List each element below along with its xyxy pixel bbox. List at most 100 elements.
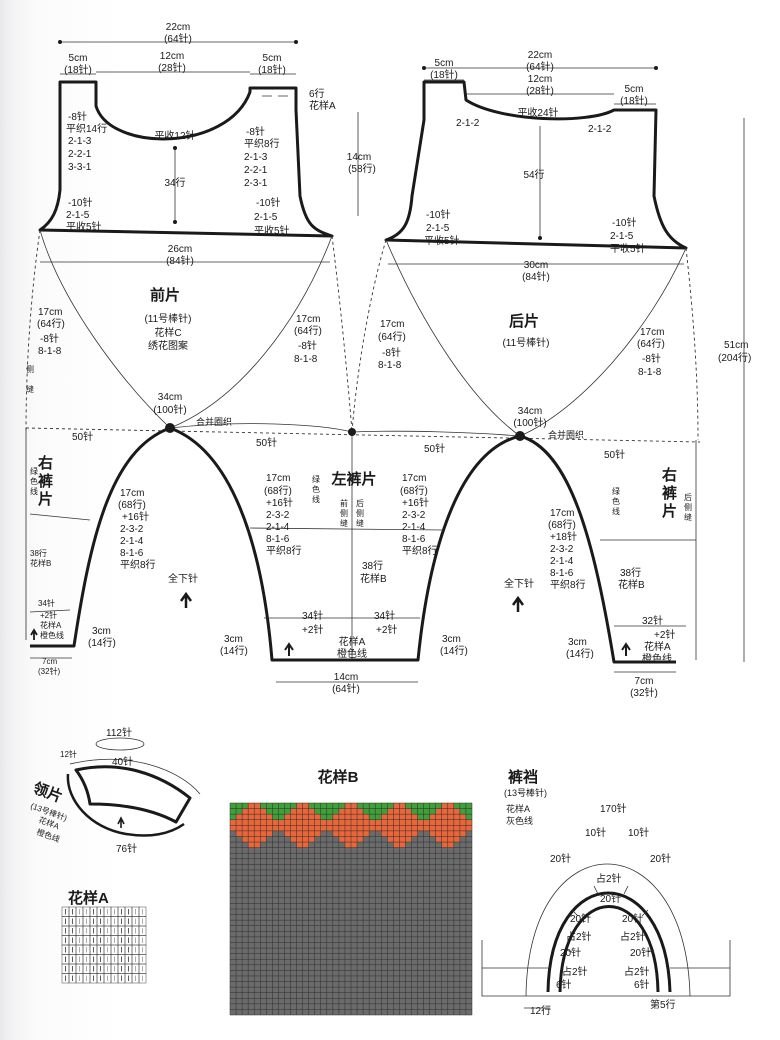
- pattern-b-cell: [393, 842, 400, 848]
- pattern-b-cell: [381, 814, 388, 820]
- pattern-b-cell: [429, 819, 436, 826]
- svg-text:线: 线: [612, 506, 620, 516]
- svg-text:前: 前: [340, 498, 348, 508]
- svg-text:17cm: 17cm: [120, 488, 144, 499]
- pattern-b-cell: [260, 808, 267, 815]
- pattern-b-cell: [302, 814, 309, 820]
- svg-text:2-1-4: 2-1-4: [550, 556, 574, 567]
- svg-text:2-3-2: 2-3-2: [550, 544, 574, 555]
- pattern-b-cell: [254, 819, 261, 826]
- pattern-b-cell: [338, 814, 345, 820]
- pattern-b-cell: [405, 803, 412, 809]
- svg-text:(68行): (68行): [548, 518, 576, 531]
- pattern-b-cell: [284, 819, 291, 826]
- back-arm-right-notes: -10针 2-1-5 平收5针: [610, 216, 646, 255]
- pattern-b-cell: [248, 825, 255, 831]
- crotch-notes-2: 17cm (68行) +16针 2-3-2 2-1-4 8-1-6 平织8行: [264, 473, 302, 557]
- pattern-b-cell: [459, 825, 466, 831]
- pattern-b-cell: [441, 836, 448, 843]
- st50-a: 50针: [72, 430, 93, 443]
- svg-text:色: 色: [312, 484, 320, 494]
- svg-text:-10针: -10针: [426, 208, 450, 221]
- pattern-b-cell: [266, 808, 273, 815]
- pattern-b-cell: [405, 825, 412, 831]
- svg-text:2-1-4: 2-1-4: [120, 536, 144, 547]
- pattern-b-cell: [459, 830, 466, 837]
- pattern-b-cell: [284, 803, 291, 809]
- svg-text:(68行): (68行): [264, 484, 292, 497]
- svg-text:2-1-4: 2-1-4: [402, 522, 426, 533]
- svg-text:2-2-1: 2-2-1: [244, 165, 268, 176]
- svg-text:侧: 侧: [684, 502, 692, 512]
- pattern-b-cell: [375, 825, 382, 831]
- pattern-b-cell: [357, 825, 364, 831]
- pattern-b-cell: [332, 803, 339, 809]
- ankle-cm-l: 7cm: [42, 657, 57, 666]
- svg-text:侧: 侧: [340, 508, 348, 518]
- pattern-b-cell: [399, 830, 406, 837]
- pattern-b-cell: [326, 814, 333, 820]
- pattern-b-cell: [459, 819, 466, 826]
- front-shoulder-l-st: (18针): [64, 63, 92, 76]
- gusset-dec-a: 占2针: [596, 872, 622, 885]
- pattern-b-cell: [344, 803, 351, 809]
- pattern-b-cell: [357, 803, 364, 809]
- back-width-st: (64针): [526, 60, 554, 73]
- leg-bottom-cm: 14cm: [334, 672, 358, 683]
- svg-text:平织14行: 平织14行: [66, 122, 107, 135]
- cuff-rows-m1: (14行): [220, 644, 248, 657]
- gusset-st170: 170针: [600, 802, 627, 815]
- gusset-color: 灰色线: [506, 815, 533, 826]
- pattern-b-cell: [230, 814, 237, 820]
- pattern-b-cell: [332, 825, 339, 831]
- svg-text:(68行): (68行): [400, 484, 428, 497]
- front-neck-cm: 12cm: [160, 51, 184, 62]
- cuff-inc-l: +2针: [40, 610, 57, 620]
- cuff-pat-r: 花样A: [644, 640, 671, 653]
- front-pattern-desc: 绣花图案: [148, 339, 188, 352]
- pattern-b-cell: [423, 808, 430, 815]
- pattern-b-cell: [435, 819, 442, 826]
- pattern-b-cell: [254, 830, 261, 837]
- gusset-st10-a: 10针: [585, 826, 606, 839]
- pattern-b-cell: [387, 830, 394, 837]
- svg-text:(64行): (64行): [37, 317, 65, 330]
- pattern-b-cell: [459, 808, 466, 815]
- pattern-b-cell: [284, 830, 291, 837]
- cuff-st-r: 32针: [642, 614, 663, 627]
- pattern-b-cell: [278, 819, 285, 826]
- front-arm-right-notes: -10针 2-1-5 平收5针: [254, 196, 290, 237]
- svg-text:平收5针: 平收5针: [66, 220, 102, 233]
- pattern-b-cell: [254, 842, 261, 848]
- pattern-b-cell: [399, 842, 406, 848]
- pattern-b-cell: [254, 836, 261, 843]
- svg-text:平织8行: 平织8行: [550, 578, 586, 591]
- pattern-b-cell: [429, 830, 436, 837]
- svg-text:平织8行: 平织8行: [266, 544, 302, 557]
- pattern-b-cell: [242, 808, 249, 815]
- pattern-b-cell: [266, 814, 273, 820]
- pattern-b-cell: [465, 819, 472, 826]
- pattern-b-cell: [236, 819, 243, 826]
- pattern-b-cell: [381, 825, 388, 831]
- pattern-b-cell: [314, 830, 321, 837]
- front-height-rows: (58行): [348, 162, 376, 175]
- pattern-b-cell: [248, 814, 255, 820]
- pattern-b-cell: [387, 808, 394, 815]
- svg-text:2-3-2: 2-3-2: [402, 510, 426, 521]
- pattern-b-cell: [308, 808, 315, 815]
- svg-text:平收5针: 平收5针: [610, 242, 646, 255]
- svg-text:8-1-8: 8-1-8: [638, 367, 662, 378]
- pattern-b-cell: [284, 808, 291, 815]
- pattern-b-cell: [266, 819, 273, 826]
- pat-b-rows-m: 38行: [362, 559, 383, 572]
- front-piece: 22cm (64针) 12cm (28针) 5cm (18针) 5cm (18针…: [26, 22, 376, 394]
- front-bottom-st: (84针): [166, 254, 194, 267]
- svg-text:(64行): (64行): [294, 324, 322, 337]
- pattern-b-cell: [417, 808, 424, 815]
- pattern-b-cell: [453, 819, 460, 826]
- pattern-b-cell: [375, 808, 382, 815]
- pattern-b-cell: [441, 830, 448, 837]
- pattern-b-cell: [411, 819, 418, 826]
- front-height-cm: 14cm: [347, 152, 371, 163]
